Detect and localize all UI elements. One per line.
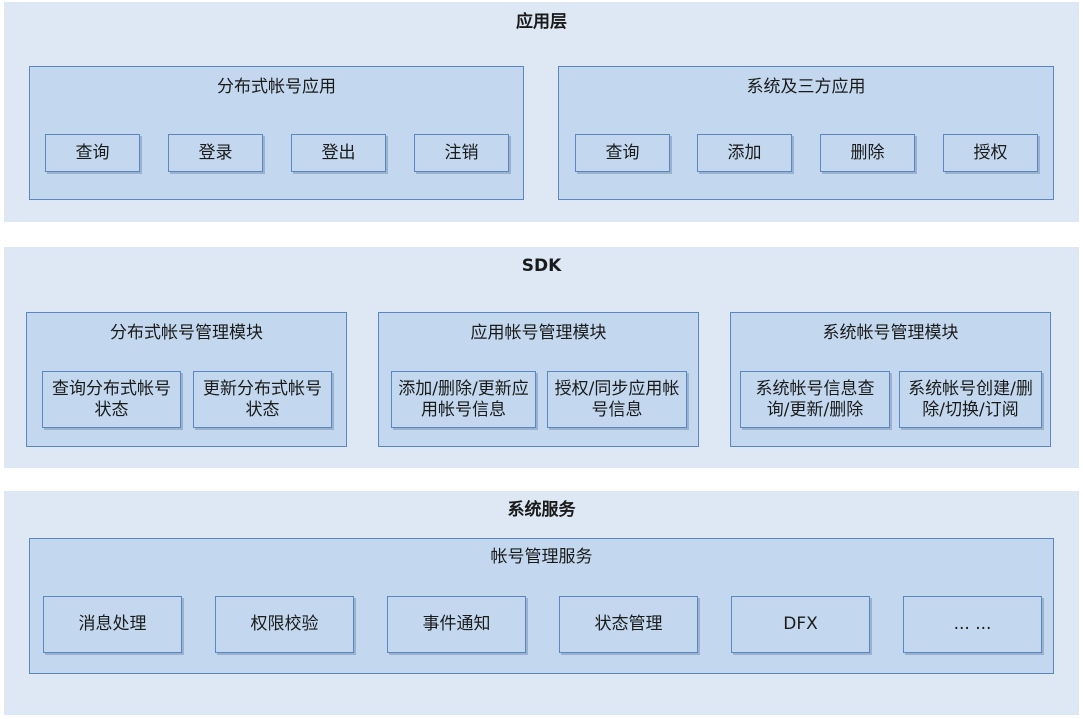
app-layer: 应用层 分布式帐号应用 查询 登录 登出 注销 系统及三方应用 查询 添加 删除… — [4, 2, 1079, 222]
system-app-add: 添加 — [697, 134, 792, 172]
distributed-account-module-group: 分布式帐号管理模块 查询分布式帐号状态 更新分布式帐号状态 — [26, 312, 347, 447]
sdk-layer: SDK 分布式帐号管理模块 查询分布式帐号状态 更新分布式帐号状态 应用帐号管理… — [4, 247, 1079, 468]
distributed-app-deregister: 注销 — [414, 134, 509, 172]
update-distributed-account-status: 更新分布式帐号状态 — [193, 371, 332, 428]
distributed-account-module-title: 分布式帐号管理模块 — [110, 323, 263, 343]
dfx: DFX — [731, 596, 870, 653]
system-third-party-app-group: 系统及三方应用 查询 添加 删除 授权 — [558, 66, 1054, 200]
distributed-app-query: 查询 — [45, 134, 140, 172]
system-app-authorize: 授权 — [943, 134, 1038, 172]
system-account-query-update-delete: 系统帐号信息查询/更新/删除 — [740, 371, 890, 428]
app-layer-title: 应用层 — [516, 12, 567, 32]
app-account-module-group: 应用帐号管理模块 添加/删除/更新应用帐号信息 授权/同步应用帐号信息 — [378, 312, 699, 447]
distributed-account-app-group: 分布式帐号应用 查询 登录 登出 注销 — [29, 66, 524, 200]
app-account-module-title: 应用帐号管理模块 — [470, 323, 607, 343]
system-service-layer: 系统服务 帐号管理服务 消息处理 权限校验 事件通知 状态管理 DFX ... … — [4, 491, 1079, 715]
system-app-delete: 删除 — [820, 134, 915, 172]
account-management-service-group: 帐号管理服务 消息处理 权限校验 事件通知 状态管理 DFX ... ... — [29, 538, 1054, 674]
query-distributed-account-status: 查询分布式帐号状态 — [42, 371, 181, 428]
distributed-app-login: 登录 — [168, 134, 263, 172]
system-third-party-app-title: 系统及三方应用 — [746, 77, 866, 97]
distributed-account-app-title: 分布式帐号应用 — [217, 77, 336, 97]
message-processing: 消息处理 — [43, 596, 182, 653]
sdk-layer-title: SDK — [521, 256, 562, 276]
system-account-create-delete-switch-subscribe: 系统帐号创建/删除/切换/订阅 — [899, 371, 1042, 428]
system-account-module-group: 系统帐号管理模块 系统帐号信息查询/更新/删除 系统帐号创建/删除/切换/订阅 — [730, 312, 1051, 447]
permission-check: 权限校验 — [215, 596, 354, 653]
system-service-layer-title: 系统服务 — [507, 500, 576, 520]
add-delete-update-app-account: 添加/删除/更新应用帐号信息 — [391, 371, 536, 428]
system-app-query: 查询 — [575, 134, 670, 172]
authorize-sync-app-account: 授权/同步应用帐号信息 — [547, 371, 687, 428]
distributed-app-logout: 登出 — [291, 134, 386, 172]
state-management: 状态管理 — [559, 596, 698, 653]
more-services: ... ... — [903, 596, 1042, 653]
account-management-service-title: 帐号管理服务 — [490, 547, 593, 567]
event-notification: 事件通知 — [387, 596, 526, 653]
system-account-module-title: 系统帐号管理模块 — [822, 323, 959, 343]
